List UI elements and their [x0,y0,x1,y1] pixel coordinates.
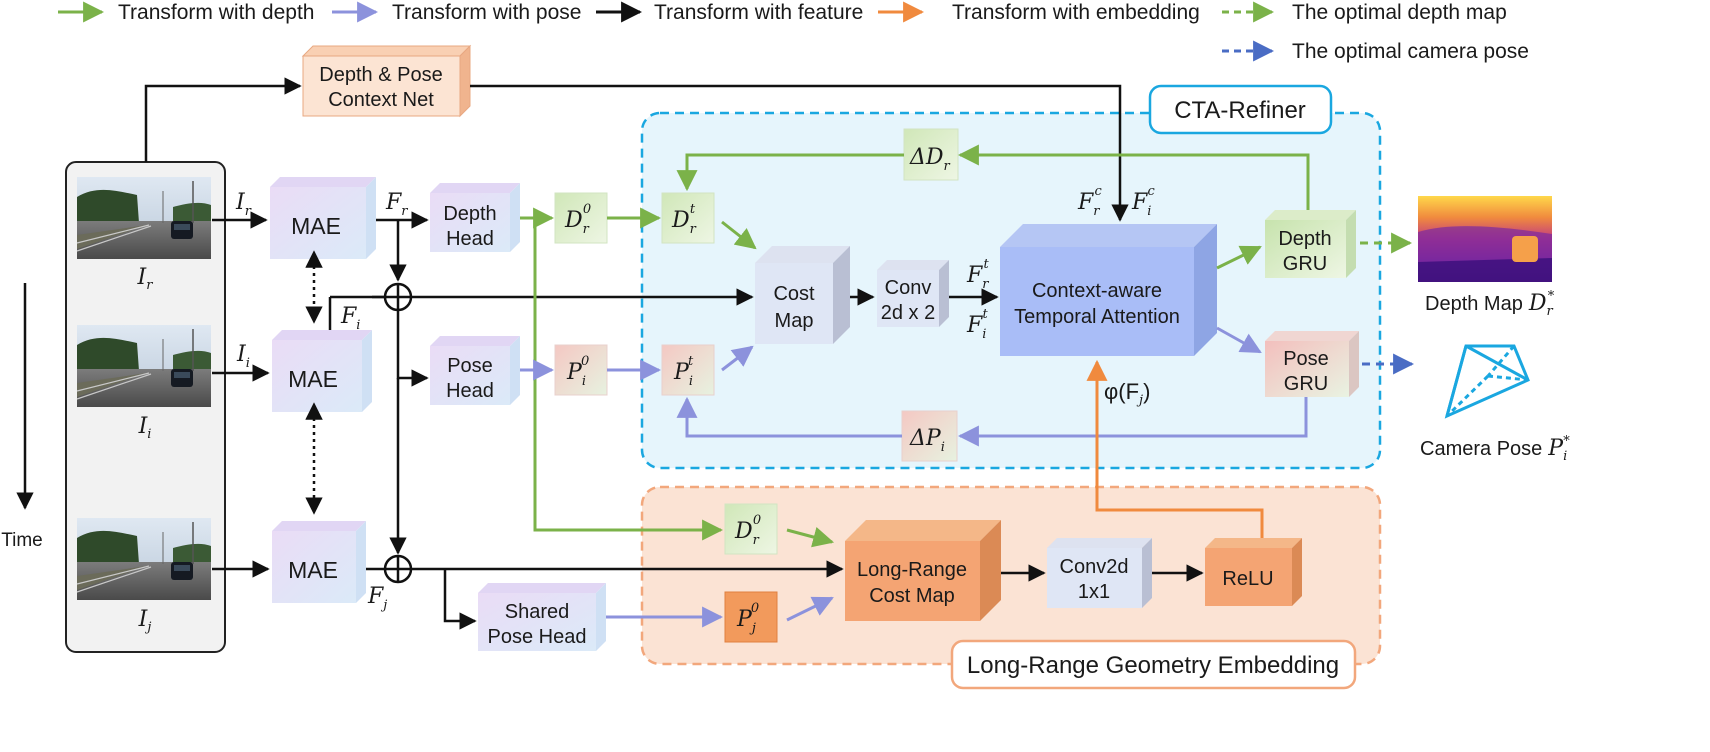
phi-label: φ(Fj) [1104,379,1150,408]
fi-label: Fi [340,304,360,333]
svg-text:GRU: GRU [1284,373,1328,395]
fr-label: Fr [385,190,408,219]
cta-refiner-title: CTA-Refiner [1174,97,1306,124]
legend-opt-pose-label: The optimal camera pose [1292,40,1529,63]
delta-pi-label: ΔPi [909,426,945,455]
long-range-cost-map-box: Long-Range Cost Map [845,520,1001,621]
svg-text:Depth: Depth [443,203,496,225]
svg-text:MAE: MAE [291,213,341,239]
lrge-title-box [950,639,1357,690]
fic-label: Fic [1131,184,1155,219]
legend: Transform with depth Transform with pose… [58,1,1529,63]
svg-text:Depth & Pose: Depth & Pose [319,64,442,86]
frame-ij-image [76,517,212,601]
depth-map-output-image [1418,196,1552,282]
ir-arrow-label: Ir [235,190,252,219]
svg-text:Context Net: Context Net [328,89,434,111]
pi0-tile [554,344,608,396]
delta-dr-tile [903,128,959,181]
svg-text:ReLU: ReLU [1222,568,1273,590]
pose-gru-box: Pose GRU [1265,331,1359,397]
frame-ir-image [76,176,212,260]
embedding-connection [1086,359,1264,538]
svg-text:Shared: Shared [505,601,570,623]
svg-text:GRU: GRU [1283,253,1327,275]
frame-ii-image [76,324,212,408]
pose-head-box: Pose Head [430,336,520,405]
svg-text:Long-Range: Long-Range [857,559,967,581]
time-label: Time [1,530,43,551]
depth-connections [520,144,1413,548]
svg-text:2d x 2: 2d x 2 [881,302,935,324]
pit-label: Pit [673,354,694,389]
relu-box: ReLU [1205,538,1302,606]
cta-refiner-title-box [1148,84,1333,135]
svg-text:Pose Head: Pose Head [488,626,587,648]
svg-text:MAE: MAE [288,557,338,583]
pit-tile [661,344,715,396]
dr0-lr-tile [724,503,778,555]
svg-text:Pose: Pose [447,355,493,377]
delta-pi-tile [901,410,958,462]
context-net-box: Depth & Pose Context Net [301,44,472,118]
fit-label: Fit [966,307,988,342]
mae-box-j: MAE [272,521,366,603]
plus-circle-icon [383,282,413,312]
cta-box: Context-aware Temporal Attention [1000,224,1217,356]
svg-text:Pose: Pose [1283,348,1329,370]
drt-tile [661,192,715,244]
mae-box-r: MAE [270,177,376,259]
legend-opt-depth-label: The optimal depth map [1292,1,1507,24]
frt-label: Frt [966,257,989,292]
svg-text:Context-aware: Context-aware [1032,280,1162,302]
svg-text:Head: Head [446,380,494,402]
depth-gru-box: Depth GRU [1265,210,1356,278]
pj0-label: Pj0 [736,601,759,636]
fj-label: Fj [367,584,387,613]
legend-depth-label: Transform with depth [118,1,314,24]
svg-text:Head: Head [446,228,494,250]
legend-feature-label: Transform with feature [654,1,863,24]
pj0-tile [724,591,778,643]
conv2d-1x1-box: Conv2d 1x1 [1047,538,1152,608]
feature-connections [144,77,1204,630]
shared-pose-head-box: Shared Pose Head [478,583,606,651]
lrge-title: Long-Range Geometry Embedding [967,652,1339,679]
ii-arrow-label: Ii [236,342,250,371]
drt-label: Drt [671,202,697,237]
svg-text:Cost Map: Cost Map [869,585,955,607]
camera-frustum-icon [1444,344,1530,419]
legend-embedding-label: Transform with embedding [952,1,1200,24]
pose-connections [520,326,1308,628]
svg-text:Map: Map [775,310,814,332]
svg-text:Cost: Cost [773,283,815,305]
svg-text:Conv: Conv [885,277,932,299]
svg-text:Conv2d: Conv2d [1060,556,1129,578]
svg-text:MAE: MAE [288,366,338,392]
depth-head-box: Depth Head [430,183,520,252]
cost-map-box: Cost Map [755,246,850,344]
svg-text:1x1: 1x1 [1078,581,1110,603]
svg-text:Temporal Attention: Temporal Attention [1014,306,1180,328]
plus-circle-icon [383,554,413,584]
conv2d-x2-box: Conv 2d x 2 [877,260,949,327]
pi0-label: Pi0 [566,354,589,389]
svg-text:Depth: Depth [1278,228,1331,250]
legend-pose-label: Transform with pose [392,1,581,24]
mae-box-i: MAE [272,330,372,412]
